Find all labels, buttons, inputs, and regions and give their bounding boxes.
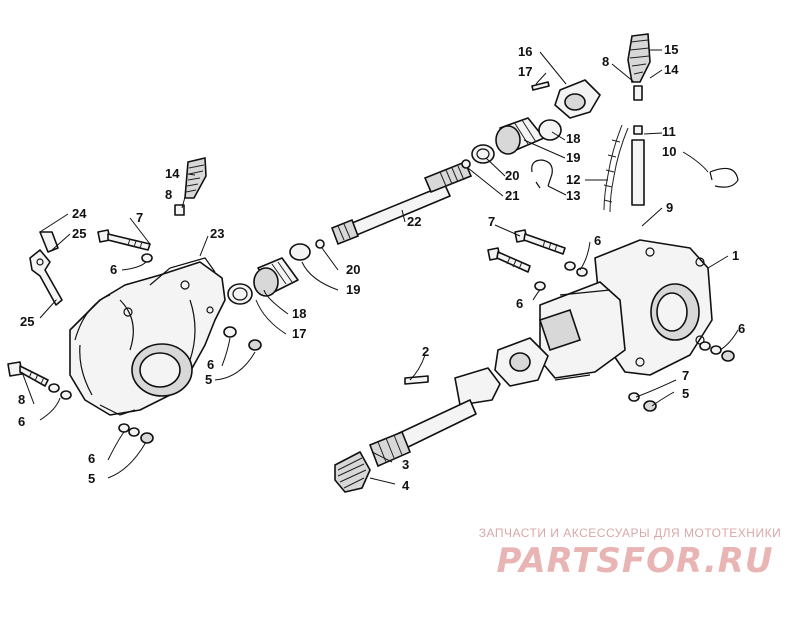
callout-19: 20 xyxy=(505,168,519,183)
left-hardware xyxy=(48,253,262,444)
callout-7: 7 xyxy=(136,210,143,225)
driveshaft-21 xyxy=(330,160,473,246)
watermark-tagline: ЗАПЧАСТИ И АКСЕССУАРЫ ДЛЯ МОТОТЕХНИКИ xyxy=(478,526,782,540)
callout-9: 10 xyxy=(662,144,676,159)
callout-20: 20 xyxy=(346,262,360,277)
callout-5: 5 xyxy=(88,471,95,486)
callout-7: 7 xyxy=(488,214,495,229)
callout-22: 23 xyxy=(210,226,224,241)
callout-17: 18 xyxy=(566,131,580,146)
callout-6: 6 xyxy=(110,262,117,277)
callout-16: 17 xyxy=(518,64,532,79)
callout-6: 7 xyxy=(682,368,689,383)
callout-24: 25 xyxy=(72,226,86,241)
callout-14: 15 xyxy=(664,42,678,57)
callout-4: 4 xyxy=(402,478,410,493)
callout-6: 6 xyxy=(738,321,745,336)
watermark-logo: PARTSFOR.RU xyxy=(496,541,774,581)
output-shaft xyxy=(368,337,549,468)
leader-lines xyxy=(21,49,739,485)
callout-labels: 1 2 3 4 5 5 5 6 6 6 6 6 6 6 7 7 7 8 8 8 … xyxy=(18,42,745,493)
callout-18: 19 xyxy=(566,150,580,165)
callout-13: 14 xyxy=(664,62,679,77)
callout-15: 16 xyxy=(518,44,532,59)
right-hardware xyxy=(534,261,735,412)
callout-5: 5 xyxy=(682,386,689,401)
callout-8: 8 xyxy=(165,187,172,202)
callout-14: 14 xyxy=(165,166,180,181)
callout-8: 8 xyxy=(602,54,609,69)
callout-18: 18 xyxy=(292,306,306,321)
right-boot xyxy=(627,33,651,206)
middle-seals xyxy=(227,239,325,305)
callout-19: 19 xyxy=(346,282,360,297)
callout-3: 3 xyxy=(402,457,409,472)
callout-1: 1 xyxy=(732,248,739,263)
left-boot xyxy=(174,157,207,216)
right-gear-case xyxy=(538,239,713,381)
callout-17: 17 xyxy=(292,326,306,341)
callout-21: 22 xyxy=(407,214,421,229)
callout-23: 24 xyxy=(72,206,87,221)
boot-4 xyxy=(334,450,371,493)
callout-20: 21 xyxy=(505,188,519,203)
clips xyxy=(531,159,739,189)
callout-6: 6 xyxy=(594,233,601,248)
callout-10: 11 xyxy=(662,124,676,139)
cable-11 xyxy=(603,124,629,213)
upper-seals xyxy=(461,117,562,169)
callout-6: 6 xyxy=(207,357,214,372)
shift-lever xyxy=(29,231,63,306)
upper-flange-15 xyxy=(531,79,601,119)
left-bolts xyxy=(7,229,151,387)
right-bolts xyxy=(487,229,566,273)
callout-8: 9 xyxy=(666,200,673,215)
callout-12: 13 xyxy=(566,188,580,203)
callout-11: 12 xyxy=(566,172,580,187)
callout-6: 6 xyxy=(18,414,25,429)
callout-2: 2 xyxy=(422,344,429,359)
callout-5: 5 xyxy=(205,372,212,387)
callout-7: 8 xyxy=(18,392,25,407)
left-gear-case xyxy=(69,257,226,416)
callout-25: 25 xyxy=(20,314,34,329)
callout-6: 6 xyxy=(88,451,95,466)
callout-6: 6 xyxy=(516,296,523,311)
